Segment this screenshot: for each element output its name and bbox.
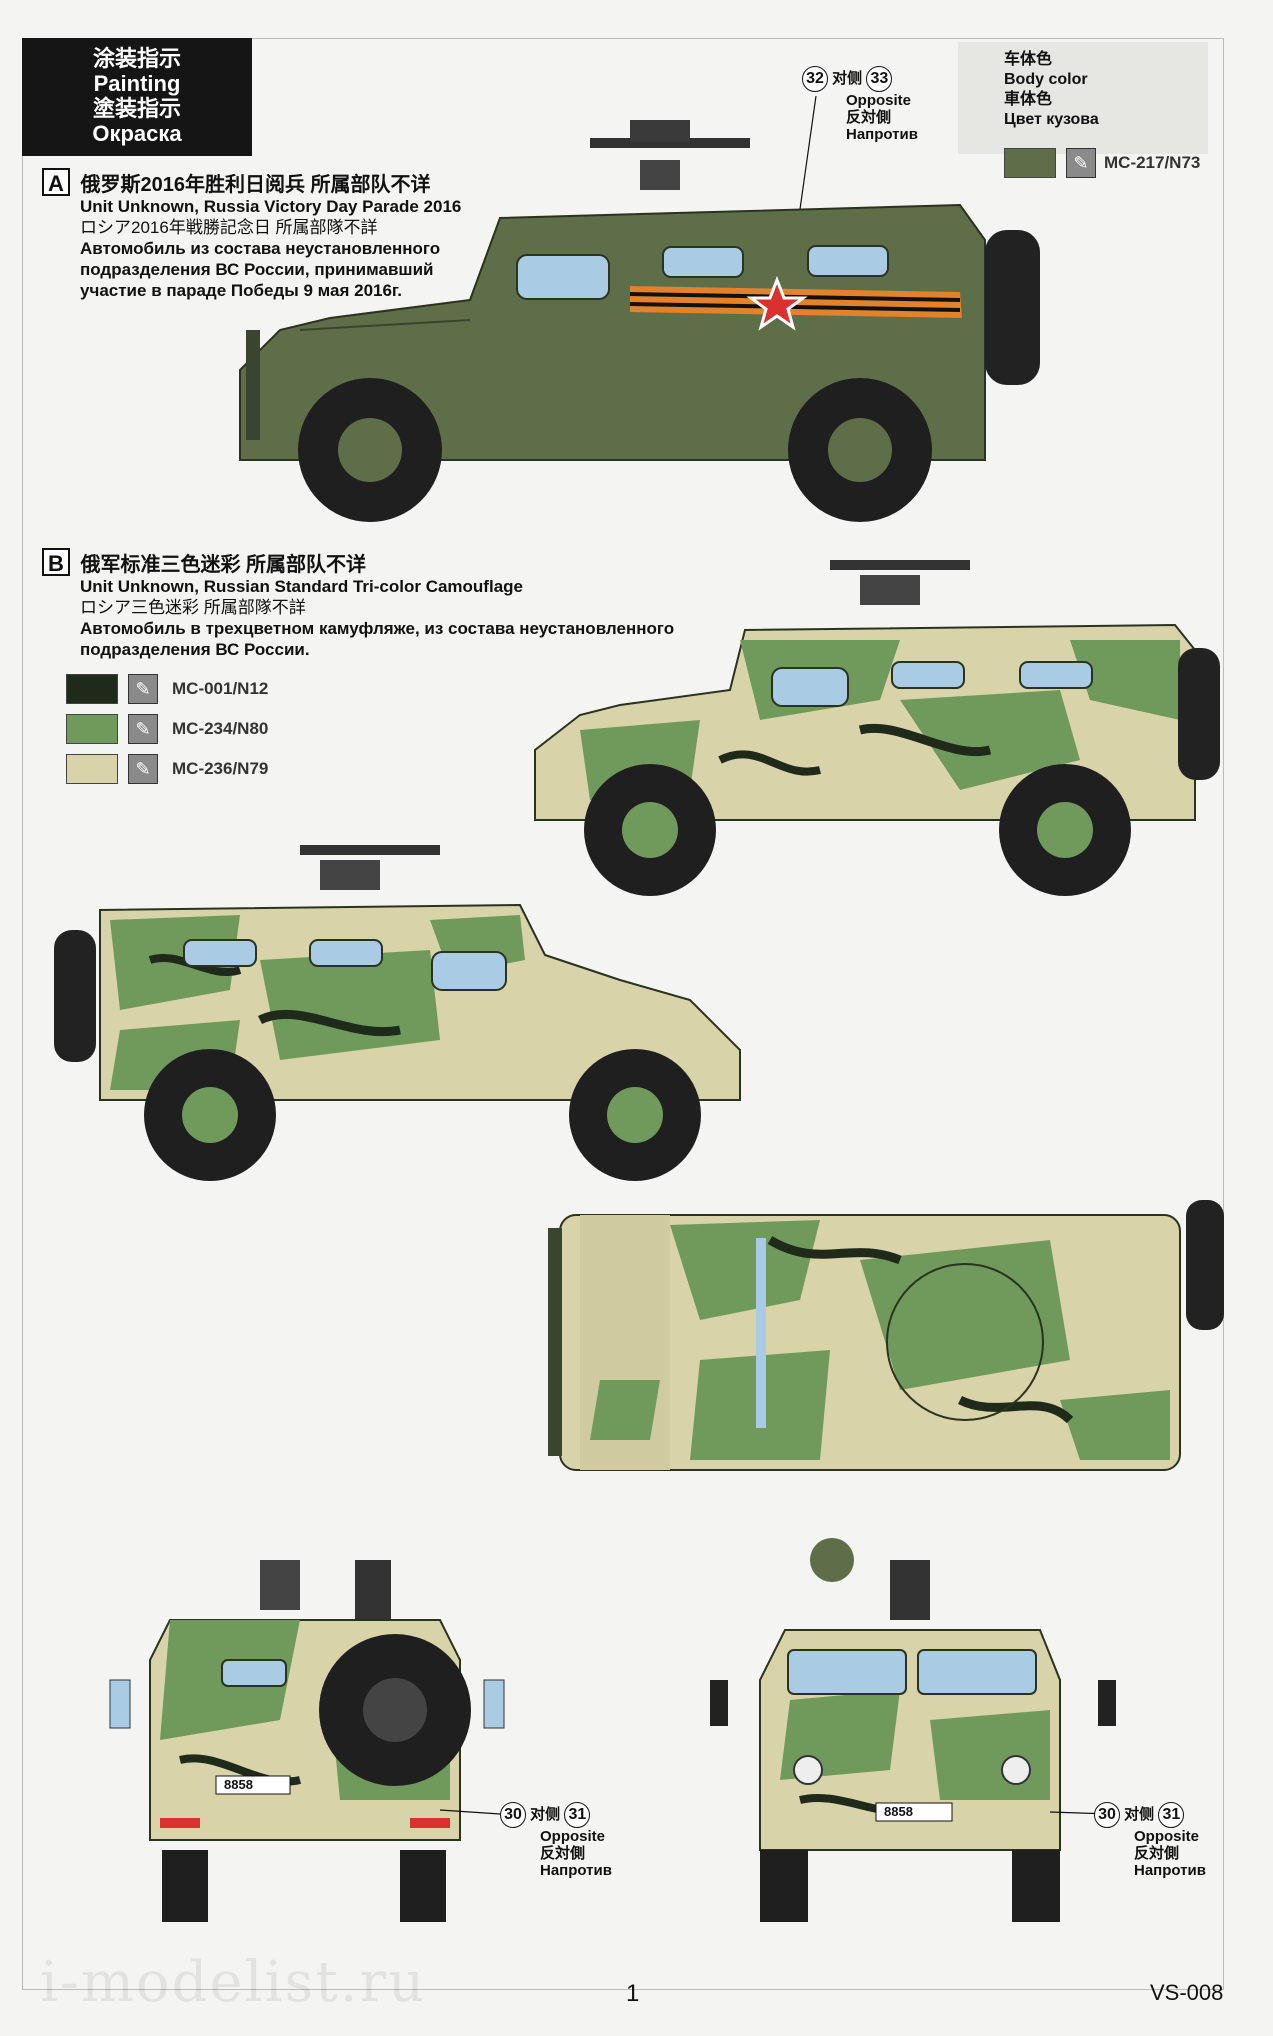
callout-label-cn: 对侧 <box>1124 1806 1155 1823</box>
scheme-b-title: 俄军标准三色迷彩 所属部队不详 <box>80 554 367 576</box>
body-color-swatch <box>1004 148 1056 178</box>
callout-label-cn: 对侧 <box>832 70 863 87</box>
page-number: 1 <box>626 1980 640 2007</box>
scheme-b-line-ru-1: Автомобиль в трехцветном камуфляже, из с… <box>80 619 675 638</box>
title-line-cn: 涂装指示 <box>92 46 181 71</box>
callout-opposite-jp: 反対側 <box>1134 1845 1180 1862</box>
watermark-text: i-modelist.ru <box>40 1950 427 2015</box>
document-code: VS-008 <box>1150 1980 1224 2005</box>
brush-icon: ✎ <box>1066 148 1096 178</box>
callout-label-cn: 对侧 <box>530 1806 561 1823</box>
callout-opposite-ru: Напротив <box>1134 1862 1206 1879</box>
paint-swatch-mc-001 <box>66 674 118 704</box>
vehicle-b-front-view <box>710 1538 1116 1922</box>
callout-number-32: 32 <box>802 66 828 92</box>
title-line-en: Painting <box>93 71 181 96</box>
rear-plate-number: 8858 <box>224 1777 253 1792</box>
page-frame <box>22 38 1224 1990</box>
callout-opposite-jp: 反対側 <box>846 109 892 126</box>
scheme-b-line-jp: ロシア三色迷彩 所属部隊不詳 <box>80 598 306 617</box>
callout-number-33: 33 <box>866 66 893 92</box>
paint-swatch-mc-236 <box>66 754 118 784</box>
callout-number-30: 30 <box>1094 1802 1120 1828</box>
painting-title-box: 涂装指示 Painting 塗装指示 Окраска <box>22 38 252 156</box>
scheme-b-badge: B <box>42 548 70 576</box>
title-line-jp: 塗装指示 <box>92 96 181 121</box>
scheme-b-line-en: Unit Unknown, Russian Standard Tri-color… <box>80 577 523 596</box>
scheme-a-line-en: Unit Unknown, Russia Victory Day Parade … <box>80 197 462 216</box>
scheme-b-header: B 俄军标准三色迷彩 所属部队不详 <box>42 548 366 577</box>
brush-icon: ✎ <box>128 674 158 704</box>
scheme-a-line-ru-1: Автомобиль из состава неустановленного <box>80 239 441 258</box>
body-color-ru: Цвет кузова <box>1004 111 1099 128</box>
scheme-a-title: 俄罗斯2016年胜利日阅兵 所属部队不详 <box>80 174 431 196</box>
body-color-label: 车体色 Body color 車体色 Цвет кузова <box>1004 50 1099 130</box>
scheme-b-description: Unit Unknown, Russian Standard Tri-color… <box>80 576 674 660</box>
paint-code-mc-001: MC-001/N12 <box>172 679 269 698</box>
callout-opposite-ru: Напротив <box>540 1862 612 1879</box>
top-opposite-callout: 32 对侧 33 Opposite 反対側 Напротив <box>802 66 918 143</box>
title-line-ru: Окраска <box>92 121 182 146</box>
scheme-a-line-jp: ロシア2016年戦勝記念日 所属部隊不詳 <box>80 218 378 237</box>
callout-opposite-en: Opposite <box>846 92 912 109</box>
paint-code-mc-234: MC-234/N80 <box>172 719 269 738</box>
paint-swatch-mc-234 <box>66 714 118 744</box>
scheme-a-line-ru-3: участие в параде Победы 9 мая 2016г. <box>80 281 403 300</box>
callout-number-30: 30 <box>500 1802 526 1828</box>
vehicle-b-left-side-view <box>54 845 741 1181</box>
front-opposite-callout: 30 对侧 31 Opposite 反対側 Напротив <box>1094 1802 1206 1879</box>
vehicle-a-side-view <box>239 120 1040 522</box>
vehicle-b-rear-view <box>109 1560 505 1922</box>
body-color-code: MC-217/N73 <box>1104 153 1201 172</box>
callout-number-31: 31 <box>1158 1802 1185 1828</box>
callout-opposite-ru: Напротив <box>846 126 918 143</box>
brush-icon: ✎ <box>128 714 158 744</box>
scheme-a-header: A 俄罗斯2016年胜利日阅兵 所属部队不详 <box>42 168 431 197</box>
vehicle-b-right-side-view <box>534 560 1220 896</box>
body-color-jp: 車体色 <box>1004 91 1053 108</box>
front-plate-number: 8858 <box>884 1804 913 1819</box>
scheme-a-line-ru-2: подразделения ВС России, принимавший <box>80 260 434 279</box>
body-color-en: Body color <box>1004 71 1088 88</box>
callout-opposite-en: Opposite <box>1134 1828 1200 1845</box>
scheme-a-description: Unit Unknown, Russia Victory Day Parade … <box>80 196 461 301</box>
callout-opposite-jp: 反対側 <box>540 1845 586 1862</box>
brush-icon: ✎ <box>128 754 158 784</box>
callout-opposite-en: Opposite <box>540 1828 606 1845</box>
callout-number-31: 31 <box>564 1802 591 1828</box>
paint-code-mc-236: MC-236/N79 <box>172 759 269 778</box>
vehicle-b-top-view <box>548 1200 1224 1471</box>
body-color-panel <box>958 42 1208 154</box>
scheme-b-line-ru-2: подразделения ВС России. <box>80 640 310 659</box>
rear-opposite-callout: 30 对侧 31 Opposite 反対側 Напротив <box>500 1802 612 1879</box>
scheme-a-badge: A <box>42 168 70 196</box>
body-color-cn: 车体色 <box>1004 51 1053 68</box>
